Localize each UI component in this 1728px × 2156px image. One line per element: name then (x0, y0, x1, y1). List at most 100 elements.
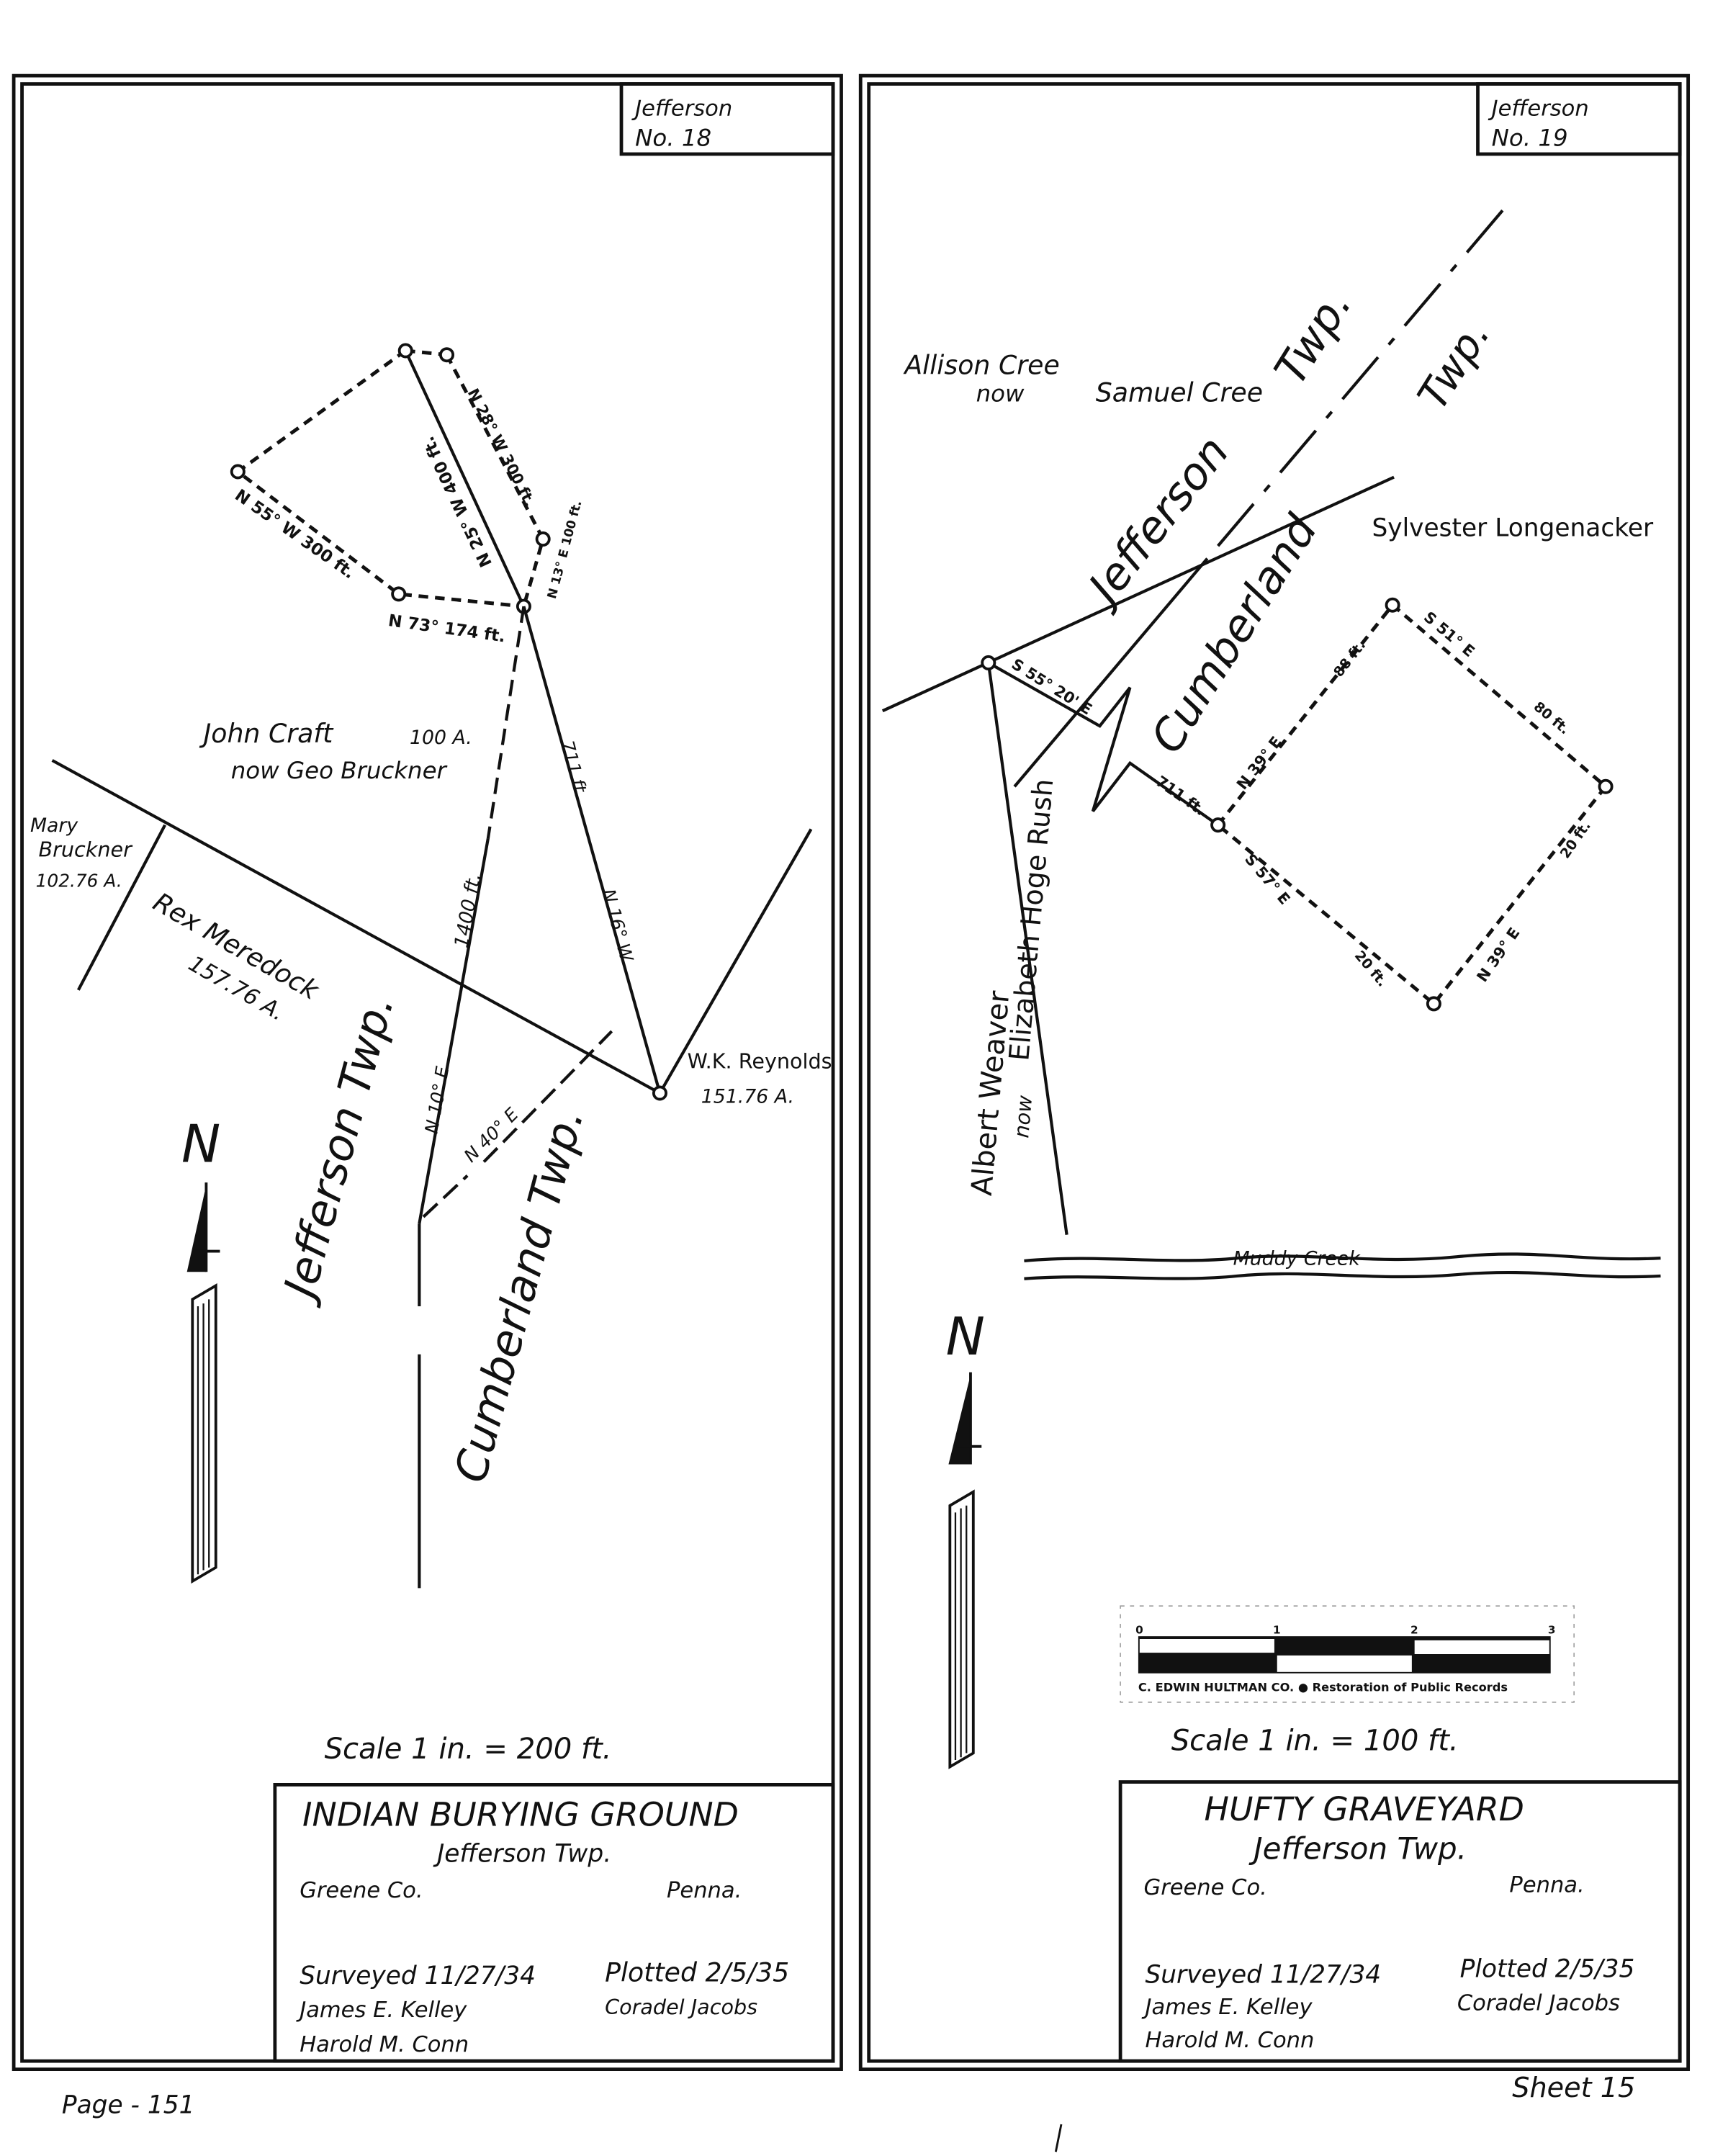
scale-tick-label: 3 (1548, 1623, 1556, 1636)
course-label: N 16° W (598, 886, 637, 964)
owner-label: now (976, 380, 1025, 408)
title-surveyor: Harold M. Conn (300, 2032, 469, 2057)
property-line (76, 824, 166, 991)
title-state: Penna. (667, 1878, 742, 1903)
title-block-border (273, 1782, 835, 2063)
township-label-twp: Twp. (1408, 312, 1500, 418)
survey-line-n25w (404, 350, 526, 607)
scale-tick-label: 1 (1273, 1623, 1281, 1636)
survey-line-n10e (418, 838, 490, 1224)
owner-label: Samuel Cree (1096, 377, 1263, 408)
course-label: 1400 ft. (451, 871, 486, 950)
title-surveyor: James E. Kelley (1140, 1995, 1313, 2020)
title-surveyor: James E. Kelley (295, 1998, 467, 2023)
north-arrow-head-icon (948, 1375, 971, 1465)
property-line (881, 475, 1395, 713)
course-label: N 39° E (1473, 925, 1523, 985)
township-line (1013, 562, 1205, 788)
creek-bank (1024, 1252, 1661, 1263)
survey-line-s55e (987, 661, 1219, 827)
owner-label: Bruckner (38, 837, 133, 862)
right-sheet-label-box (1476, 82, 1682, 156)
owner-label: Sylvester Longenacker (1372, 514, 1654, 543)
north-arrow: N (946, 1307, 985, 1769)
survey-line-n40e (422, 1030, 613, 1218)
course-label: 711 ft. (557, 738, 592, 800)
left-sheet-label-line2: No. 18 (635, 124, 711, 151)
survey-line-n16w (522, 606, 662, 1094)
course-label: 20 ft. (1351, 948, 1391, 990)
owner-label: Allison Cree (903, 349, 1060, 380)
right-sheet-label-line2: No. 19 (1492, 124, 1568, 151)
survey-line-n10e-dashed (486, 606, 526, 840)
north-arrow-letter: N (946, 1307, 985, 1367)
title-state: Penna. (1509, 1872, 1584, 1897)
title-plotter: Coradel Jacobs (1457, 1991, 1620, 2016)
survey-corner (391, 586, 407, 602)
creek-bank (1024, 1270, 1661, 1280)
left-sheet-label-box (619, 82, 835, 156)
survey-corner (1210, 817, 1226, 833)
survey-corner (230, 464, 246, 480)
owner-label: 151.76 A. (701, 1085, 794, 1108)
north-arrow-letter: N (181, 1114, 220, 1174)
left-sheet: Jefferson No. 18 N 55° W 300 ft. N 73° 1… (12, 73, 843, 2071)
owner-label: W.K. Reynolds (688, 1049, 832, 1074)
survey-corner (439, 347, 455, 363)
course-label: S 55° 20' E (1009, 655, 1095, 719)
survey-corner (1426, 996, 1441, 1012)
title-name: HUFTY GRAVEYARD (1205, 1789, 1524, 1828)
graveyard-boundary (1215, 602, 1608, 1007)
title-surveyed: Surveyed 11/27/34 (1145, 1960, 1381, 1989)
course-label: N 28° W 300 ft. (464, 386, 539, 510)
township-label-jefferson: Jefferson Twp. (272, 989, 404, 1309)
owner-label: now (1009, 1094, 1037, 1138)
title-plotter: Coradel Jacobs (605, 1995, 757, 2019)
course-label: N 10° E (421, 1064, 454, 1135)
scale-bar-credit: C. EDWIN HULTMAN CO. ● Restoration of Pu… (1138, 1681, 1508, 1694)
title-county: Greene Co. (300, 1878, 423, 1903)
title-surveyed: Surveyed 11/27/34 (300, 1962, 536, 1990)
township-line (1202, 209, 1504, 565)
survey-corner (1385, 597, 1400, 613)
course-label: N 25° W 400 ft. (419, 434, 496, 570)
course-label: 711 ft. (1153, 773, 1209, 819)
owner-label: Mary (30, 814, 78, 837)
survey-corner (397, 343, 413, 359)
left-sheet-label-line1: Jefferson (631, 96, 732, 121)
title-surveyor: Harold M. Conn (1145, 2028, 1314, 2053)
owner-label: John Craft (199, 718, 335, 749)
title-plotted: Plotted 2/5/35 (1460, 1955, 1635, 1984)
survey-corner (535, 531, 551, 547)
owner-label: 100 A. (410, 727, 472, 749)
page-number: Page - 151 (62, 2091, 195, 2120)
course-label: N 39° E (1233, 733, 1285, 793)
title-block: INDIAN BURYING GROUND Jefferson Twp. Gre… (273, 1782, 835, 2063)
left-sheet-outer-border (12, 73, 843, 2071)
scale-tick-label: 0 (1135, 1623, 1143, 1636)
township-label-jefferson: Jefferson (1074, 427, 1239, 618)
course-label: N 73° 174 ft. (387, 611, 507, 647)
township-label-cumberland: Cumberland Twp. (445, 1103, 594, 1488)
course-label: N 55° W 300 ft. (231, 486, 358, 583)
burying-ground-boundary (235, 349, 545, 608)
course-label: 88 ft. (1330, 637, 1369, 681)
owner-label: Elizabeth Hoge Rush (1004, 778, 1060, 1062)
graphic-scale-bar: 0 1 2 3 C. EDWIN HULTMAN CO. ● Restorati… (1120, 1605, 1575, 1703)
title-township: Jefferson Twp. (1248, 1831, 1467, 1866)
title-county: Greene Co. (1144, 1875, 1267, 1900)
course-label: N 40° E (460, 1103, 523, 1166)
scale-note: Scale 1 in. = 200 ft. (325, 1733, 612, 1766)
survey-corner (981, 655, 996, 670)
township-label-twp: Twp. (1265, 281, 1362, 394)
survey-corner (652, 1085, 667, 1101)
property-line (986, 662, 1068, 1235)
title-block: HUFTY GRAVEYARD Jefferson Twp. Greene Co… (1118, 1780, 1682, 2063)
title-township: Jefferson Twp. (433, 1839, 611, 1868)
property-line (658, 828, 813, 1095)
right-sheet: Jefferson No. 19 S 55° 20' E 711 ft. N 3… (858, 73, 1691, 2071)
property-line (51, 759, 661, 1095)
course-label: N 13° E 100 ft. (545, 499, 585, 601)
survey-corner (1598, 778, 1614, 794)
